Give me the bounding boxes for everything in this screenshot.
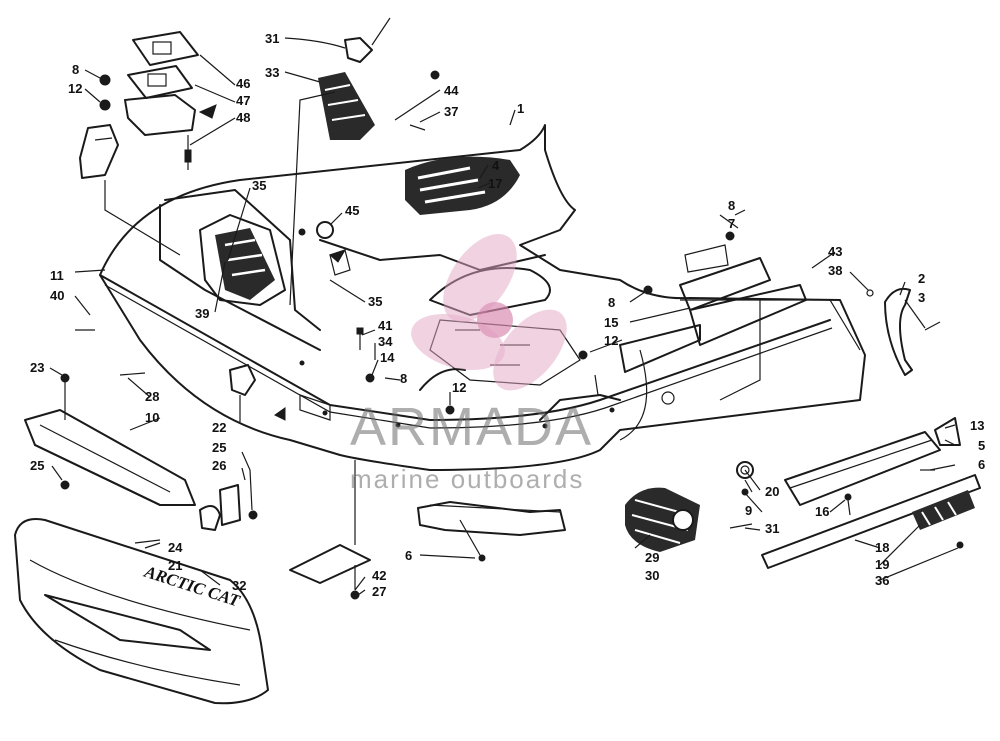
label-42: 42 — [372, 568, 386, 583]
label-8-rail: 8 — [608, 295, 615, 310]
label-12-top: 12 — [68, 81, 82, 96]
label-35-mid: 35 — [368, 294, 382, 309]
label-20: 20 — [765, 484, 779, 499]
bracket-13 — [934, 417, 961, 446]
label-5: 5 — [978, 438, 985, 453]
armada-logo — [411, 234, 567, 391]
label-25-left: 25 — [30, 458, 44, 473]
label-9: 9 — [745, 503, 752, 518]
label-47: 47 — [236, 93, 250, 108]
label-8-right: 8 — [728, 198, 735, 213]
label-31: 31 — [265, 31, 279, 46]
label-28: 28 — [145, 389, 159, 404]
label-6-center: 6 — [405, 548, 412, 563]
small-brackets — [134, 364, 258, 544]
label-16: 16 — [815, 504, 829, 519]
label-39: 39 — [195, 306, 209, 321]
label-21: 21 — [168, 558, 182, 573]
label-41: 41 — [378, 318, 392, 333]
label-22: 22 — [212, 420, 226, 435]
label-7: 7 — [728, 216, 735, 231]
label-17: 17 — [488, 176, 502, 191]
label-8-top: 8 — [72, 62, 79, 77]
label-46: 46 — [236, 76, 250, 91]
label-24: 24 — [168, 540, 183, 555]
mounting-plates — [124, 31, 217, 170]
label-25-mid: 25 — [212, 440, 226, 455]
label-14: 14 — [380, 350, 395, 365]
flap-18-19 — [761, 474, 981, 569]
label-44: 44 — [444, 83, 459, 98]
label-10: 10 — [145, 410, 159, 425]
label-43: 43 — [828, 244, 842, 259]
label-48: 48 — [236, 110, 250, 125]
arctic-cat-decal: ARCTIC CAT — [141, 562, 242, 611]
part-labels: 31 33 44 37 1 4 17 8 12 46 47 48 35 45 1… — [30, 31, 985, 599]
label-6-right: 6 — [978, 457, 985, 472]
console-tower — [199, 214, 286, 306]
bracket-31-top — [344, 37, 373, 63]
watermark-title: ARMADA — [350, 397, 593, 457]
wear-strip — [417, 501, 566, 562]
label-36: 36 — [875, 573, 889, 588]
grommet-20 — [736, 461, 754, 479]
label-1: 1 — [517, 101, 524, 116]
label-23: 23 — [30, 360, 44, 375]
label-19: 19 — [875, 557, 889, 572]
label-32: 32 — [232, 578, 246, 593]
label-37: 37 — [444, 104, 458, 119]
chassis-body — [99, 124, 866, 471]
label-4: 4 — [492, 158, 500, 173]
label-35-top: 35 — [252, 178, 266, 193]
label-3: 3 — [918, 290, 925, 305]
skid-plate-42 — [289, 460, 371, 600]
rear-bumper-5 — [784, 431, 941, 516]
label-45: 45 — [345, 203, 359, 218]
label-12-mid: 12 — [452, 380, 466, 395]
watermark-subtitle: marine outboards — [350, 464, 584, 494]
nose-cone — [14, 518, 269, 705]
label-26: 26 — [212, 458, 226, 473]
boot-29-30 — [625, 487, 700, 552]
label-27: 27 — [372, 584, 386, 599]
front-bumper — [24, 373, 196, 506]
handle-14 — [419, 368, 466, 391]
label-34: 34 — [378, 334, 393, 349]
bolt-31-top — [371, 17, 391, 46]
label-15: 15 — [604, 315, 618, 330]
label-29: 29 — [645, 550, 659, 565]
label-31-lower: 31 — [765, 521, 779, 536]
label-38: 38 — [828, 263, 842, 278]
label-12-rail: 12 — [604, 333, 618, 348]
label-18: 18 — [875, 540, 889, 555]
label-13: 13 — [970, 418, 984, 433]
hardware-bolts — [75, 70, 941, 529]
bracket-33 — [318, 72, 375, 140]
trim-2-3 — [884, 287, 913, 376]
label-2: 2 — [918, 271, 925, 286]
left-hardware — [79, 74, 119, 179]
air-intake-vent — [405, 156, 520, 215]
label-8-mid: 8 — [400, 371, 407, 386]
rear-rails — [578, 231, 807, 373]
label-33: 33 — [265, 65, 279, 80]
label-11: 11 — [50, 268, 64, 283]
label-30: 30 — [645, 568, 659, 583]
label-40: 40 — [50, 288, 64, 303]
leader-lines — [49, 37, 959, 596]
